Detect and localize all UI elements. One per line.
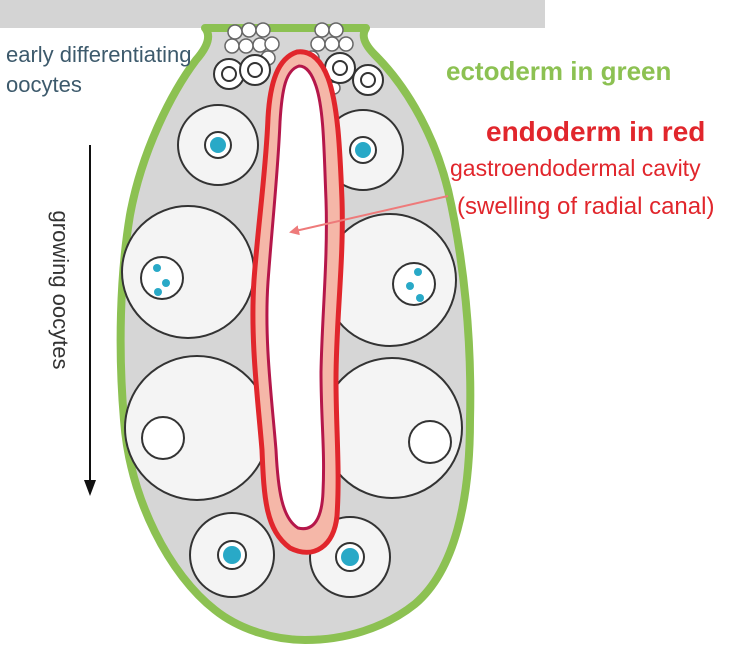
early-oocyte xyxy=(214,59,244,89)
cavity-label: gastroendodermal cavity xyxy=(450,155,701,182)
growing-oocyte xyxy=(125,356,269,500)
growing-oocyte xyxy=(190,513,274,597)
oocytes-text: oocytes xyxy=(6,70,192,100)
growing-oocyte xyxy=(322,358,462,498)
growing-oocyte xyxy=(122,206,254,338)
body-wall-band xyxy=(0,0,545,28)
swelling-label: (swelling of radial canal) xyxy=(457,193,714,221)
early-oocyte xyxy=(353,65,383,95)
growing-oocytes-label: growing oocytes xyxy=(47,211,73,370)
arrow-down-icon xyxy=(84,145,96,496)
early-differentiating-text: early differentiating xyxy=(6,40,192,70)
early-oocyte xyxy=(240,55,270,85)
growing-oocyte xyxy=(178,105,258,185)
ectoderm-label: ectoderm in green xyxy=(446,56,671,87)
endoderm-label: endoderm in red xyxy=(486,116,705,148)
early-oocytes-label: early differentiating oocytes xyxy=(6,40,192,100)
